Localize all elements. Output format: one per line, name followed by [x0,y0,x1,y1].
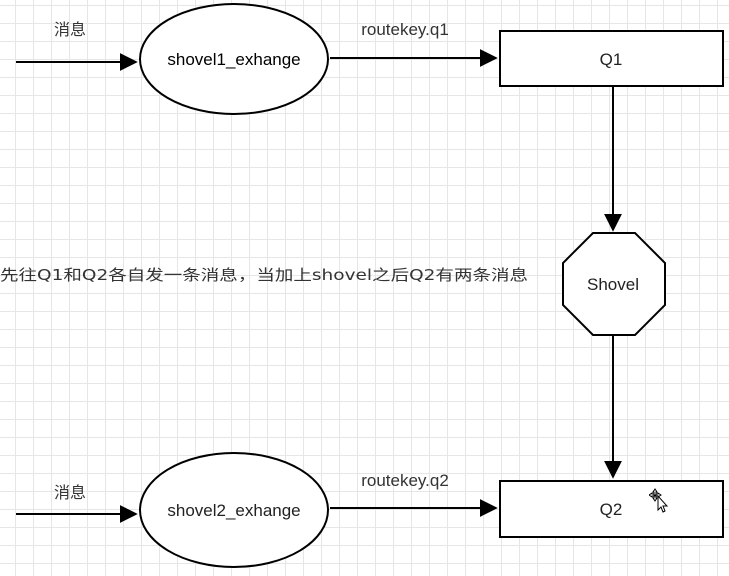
move-cursor-icon [649,488,669,513]
shovel-label: Shovel [587,275,639,294]
exchange1-label: shovel1_exhange [167,50,300,69]
exchange2-label: shovel2_exhange [167,501,300,520]
queue2-label: Q2 [600,500,623,519]
routekey2-label: routekey.q2 [361,471,449,490]
shovel-octagon[interactable] [562,232,666,336]
queue2-box[interactable] [499,480,724,538]
input-label-bottom: 消息 [54,483,86,502]
queue1-label: Q1 [600,50,623,69]
exchange2-ellipse[interactable] [139,452,329,568]
note-text: 先往Q1和Q2各自发一条消息，当加上shovel之后Q2有两条消息 [0,266,528,284]
exchange1-ellipse[interactable] [139,3,329,115]
queue1-box[interactable] [499,30,724,87]
input-label-top: 消息 [54,20,86,39]
routekey1-label: routekey.q1 [361,20,449,39]
